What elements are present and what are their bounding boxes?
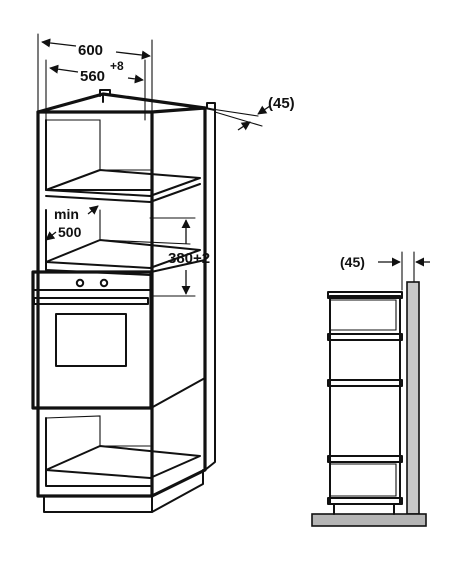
section-shelf-3 [327,455,403,463]
width-outer-label: 600 [78,42,103,59]
depth-gap-side-label: (45) [340,254,365,270]
rear-rail-stub-right [206,102,216,111]
upper-shelf [45,169,201,197]
built-in-oven [31,270,153,410]
dimension-width-inner: 560 +8 [45,59,146,121]
oven-window [55,313,127,367]
oven-knob-right [99,278,109,288]
min-value-label: 500 [58,224,82,240]
cabinet-profile [329,295,401,505]
lower-shelf [45,445,201,479]
min-label: min [54,206,79,222]
oven-handle [33,297,149,305]
niche-shelf [45,239,201,269]
floor [311,513,427,527]
width-inner-tolerance: +8 [110,59,124,73]
dimension-depth-top: (45) [204,95,295,131]
width-inner-label: 560 [80,68,105,85]
dimension-width-outer: 600 [37,33,153,113]
rear-rail-stub [99,89,111,97]
niche-height-label: 380+2 [168,250,210,267]
section-shelf-2 [327,379,403,387]
rear-wall [406,281,420,515]
cabinet-side-panel [150,106,207,498]
dimension-niche-height: 380+2 [149,217,210,297]
dimension-min-depth: min 500 [45,205,99,241]
section-shelf-1 [327,333,403,341]
cabinet-plinth [43,495,153,513]
side-section-view: (45) [311,251,430,527]
oven-knob-left [75,278,85,288]
depth-gap-top-label: (45) [268,95,295,112]
tall-cabinet [31,89,216,513]
